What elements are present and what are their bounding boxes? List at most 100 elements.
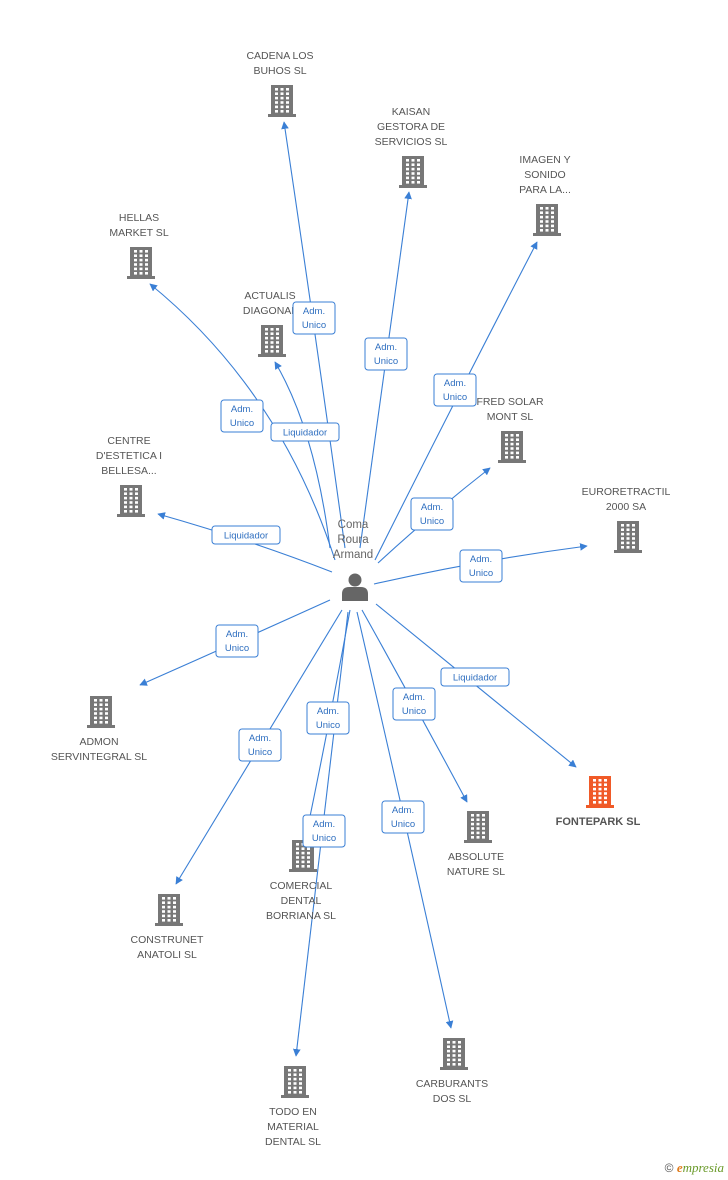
edge-label-hellas[interactable]: Adm.Unico bbox=[220, 399, 264, 433]
node-kaisan[interactable]: KAISAN GESTORA DE SERVICIOS SL bbox=[375, 106, 448, 188]
edge-label-kaisan[interactable]: Adm.Unico bbox=[364, 337, 408, 371]
center-label-line-2: Roura bbox=[337, 534, 369, 546]
edge-label-text: Adm. bbox=[303, 306, 325, 317]
edge-actualis bbox=[274, 361, 331, 549]
edge-label-text: Adm. bbox=[421, 502, 443, 513]
node-label: HELLAS bbox=[119, 212, 159, 224]
node-actualis[interactable]: ACTUALIS DIAGONAL bbox=[243, 290, 297, 357]
building-icon bbox=[289, 840, 317, 872]
edge-label-text: Liquidador bbox=[224, 531, 268, 542]
node-label: CONSTRUNET bbox=[131, 934, 205, 946]
node-label: SERVICIOS SL bbox=[375, 136, 448, 148]
node-label: BUHOS SL bbox=[253, 65, 306, 77]
node-label: DIAGONAL bbox=[243, 305, 297, 317]
edge-label-box bbox=[292, 301, 336, 335]
edge-label-cadena[interactable]: Adm. Unico bbox=[292, 301, 336, 335]
edge-label-box bbox=[381, 800, 425, 834]
node-label: MARKET SL bbox=[109, 227, 168, 239]
edge-label-admon[interactable]: Adm.Unico bbox=[215, 624, 259, 658]
node-construnet[interactable]: CONSTRUNET ANATOLI SL bbox=[131, 894, 205, 961]
edge-label-text: Adm. bbox=[226, 629, 248, 640]
edge-label-construnet[interactable]: Adm.Unico bbox=[238, 728, 282, 762]
edge-label-fred[interactable]: Adm. Unico bbox=[410, 497, 454, 531]
edge-label-text: Adm. bbox=[444, 378, 466, 389]
edge-label-box bbox=[211, 525, 281, 545]
edge-cadena bbox=[281, 121, 346, 549]
edge-label-box bbox=[302, 814, 346, 848]
edge-label-text: Unico bbox=[302, 320, 326, 331]
building-icon bbox=[586, 776, 614, 808]
node-label: FONTEPARK SL bbox=[556, 816, 641, 828]
node-label: CENTRE bbox=[107, 435, 150, 447]
building-icon bbox=[155, 894, 183, 926]
nodes-layer: CADENA LOS BUHOS SL KAISAN GESTORA DE SERVIC… bbox=[51, 50, 671, 1148]
edge-label-absolute[interactable]: Adm.Unico bbox=[392, 687, 436, 721]
edge-label-fontepark[interactable]: Liquidador bbox=[440, 667, 510, 687]
edge-label-centre[interactable]: Liquidador bbox=[211, 525, 281, 545]
edge-label-box bbox=[215, 624, 259, 658]
edge-labels-layer: Adm.UnicoAdm.UnicoAdm.UnicoAdm.UnicoLiqu… bbox=[211, 301, 510, 848]
edge-label-box bbox=[410, 497, 454, 531]
edge-label-carburants[interactable]: Adm.Unico bbox=[381, 800, 425, 834]
building-icon bbox=[87, 696, 115, 728]
node-label: BORRIANA SL bbox=[266, 910, 336, 922]
edge-label-todo[interactable]: Adm.Unico bbox=[302, 814, 346, 848]
edge-label-comercial[interactable]: Adm.Unico bbox=[306, 701, 350, 735]
edge-label-box bbox=[238, 728, 282, 762]
node-label: KAISAN bbox=[392, 106, 431, 118]
center-label-line-1: Coma bbox=[338, 519, 369, 531]
edge-label-box bbox=[306, 701, 350, 735]
building-icon bbox=[464, 811, 492, 843]
edge-label-box bbox=[392, 687, 436, 721]
edge-label-box bbox=[270, 422, 340, 442]
node-label: D'ESTETICA I bbox=[96, 450, 162, 462]
building-icon bbox=[498, 431, 526, 463]
node-cadena[interactable]: CADENA LOS BUHOS SL bbox=[246, 50, 314, 117]
node-label: MONT SL bbox=[487, 411, 534, 423]
node-fontepark[interactable]: FONTEPARK SL bbox=[556, 776, 641, 828]
node-label: EURORETRACTIL bbox=[582, 486, 671, 498]
node-label: GESTORA DE bbox=[377, 121, 445, 133]
node-label: 2000 SA bbox=[606, 501, 646, 513]
node-label: SONIDO bbox=[524, 169, 565, 181]
edge-label-text: Unico bbox=[420, 516, 444, 527]
edge-label-text: Unico bbox=[374, 356, 398, 367]
node-label: CADENA LOS bbox=[246, 50, 313, 62]
edge-label-euro[interactable]: Adm.Unico bbox=[459, 549, 503, 583]
edge-label-imagen[interactable]: Adm. Unico bbox=[433, 373, 477, 407]
node-label: ANATOLI SL bbox=[137, 949, 197, 961]
edge-label-text: Adm. bbox=[403, 692, 425, 703]
copyright-icon: © bbox=[664, 1161, 674, 1175]
edge-label-text: Unico bbox=[312, 833, 336, 844]
building-icon bbox=[614, 521, 642, 553]
edge-label-text: Unico bbox=[443, 392, 467, 403]
node-label: DENTAL bbox=[281, 895, 322, 907]
center-person[interactable]: Coma Roura Armand bbox=[333, 519, 373, 601]
building-icon bbox=[440, 1038, 468, 1070]
copyright-footer: © empresia bbox=[665, 1160, 724, 1176]
center-label-line-3: Armand bbox=[333, 549, 373, 561]
edge-label-text: Liquidador bbox=[453, 673, 497, 684]
edge-label-text: Liquidador bbox=[283, 428, 327, 439]
node-hellas[interactable]: HELLAS MARKET SL bbox=[109, 212, 169, 279]
building-icon bbox=[268, 85, 296, 117]
edge-label-text: Adm. bbox=[249, 733, 271, 744]
edge-label-actualis[interactable]: Liquidador bbox=[270, 422, 340, 442]
edge-label-box bbox=[364, 337, 408, 371]
node-euro[interactable]: EURORETRACTIL 2000 SA bbox=[582, 486, 671, 553]
edge-label-text: Adm. bbox=[392, 805, 414, 816]
node-label: MATERIAL bbox=[267, 1121, 319, 1133]
node-label: ACTUALIS bbox=[244, 290, 295, 302]
empresia-logo[interactable]: empresia bbox=[676, 1160, 724, 1175]
node-label: DENTAL SL bbox=[265, 1136, 321, 1148]
node-label: SERVINTEGRAL SL bbox=[51, 751, 147, 763]
